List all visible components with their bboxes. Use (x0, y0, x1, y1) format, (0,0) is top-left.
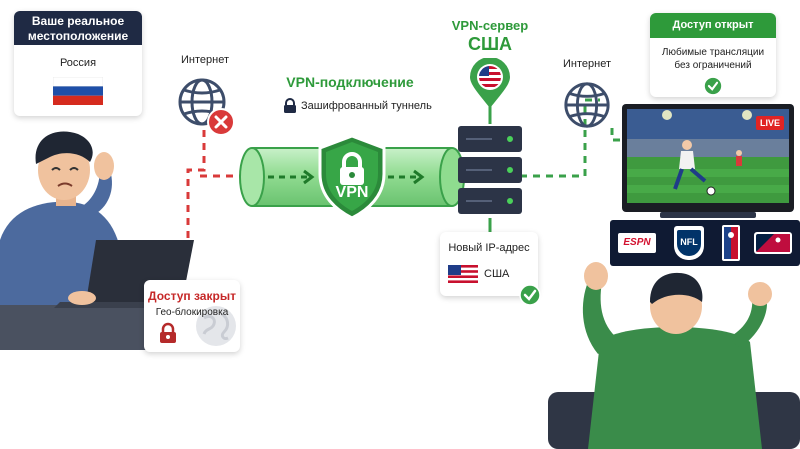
nfl-logo: NFL (674, 226, 704, 260)
globe-icon (178, 78, 226, 126)
error-x-icon (207, 108, 235, 136)
nba-logo (722, 225, 740, 261)
location-card: Ваше реальное местоположение Россия (14, 11, 142, 116)
flag-usa-icon (448, 265, 478, 283)
map-pin-icon (470, 58, 510, 108)
access-closed-card: Доступ закрыт Гео-блокировка (144, 280, 240, 352)
blocked-path-vertical (186, 128, 206, 238)
location-country: Россия (59, 57, 97, 69)
location-card-title: Ваше реальное местоположение (14, 11, 142, 45)
vpn-server-title: VPN-сервер (451, 18, 529, 33)
tv: LIVE (622, 104, 794, 212)
vpn-shield-label: VPN (335, 184, 369, 201)
check-icon (519, 284, 541, 306)
internet-left-label: Интернет (181, 54, 229, 66)
new-ip-card: Новый IP-адрес США (440, 232, 538, 296)
access-open-title: Доступ открыт (650, 13, 776, 38)
mlb-logo (754, 232, 792, 254)
happy-fan-illustration (548, 262, 800, 449)
flag-russia-icon (53, 77, 103, 105)
espn-logo: ESPN (618, 233, 656, 253)
shield-icon (318, 134, 386, 220)
nfl-logo-text: NFL (677, 230, 701, 256)
access-closed-title: Доступ закрыт (148, 289, 236, 303)
tv-screen-soccer-scene (627, 109, 789, 203)
sports-logos-strip: ESPN NFL (610, 220, 800, 266)
server-icon (458, 126, 522, 214)
check-icon (704, 77, 722, 95)
access-closed-subtitle: Гео-блокировка (155, 307, 229, 318)
vpn-server-country: США (467, 34, 513, 54)
world-map-watermark (196, 306, 236, 346)
vpn-path-up (583, 98, 600, 126)
access-open-card: Доступ открыт Любимые трансляции без огр… (650, 13, 776, 97)
internet-right-label: Интернет (563, 58, 611, 70)
globe-icon (564, 82, 610, 128)
vpn-connection-title: VPN-подключение (286, 74, 414, 90)
tv-stand (660, 212, 756, 218)
access-open-text: Любимые трансляции без ограничений (661, 47, 765, 71)
flag-usa-icon (479, 66, 501, 88)
new-ip-title: Новый IP-адрес (448, 242, 530, 254)
new-ip-country: США (484, 268, 510, 280)
lock-icon (284, 98, 296, 113)
vpn-path-to-internet (520, 126, 587, 178)
tunnel-label: Зашифрованный туннель (301, 100, 432, 112)
lock-icon (160, 322, 176, 343)
live-badge: LIVE (756, 116, 785, 130)
